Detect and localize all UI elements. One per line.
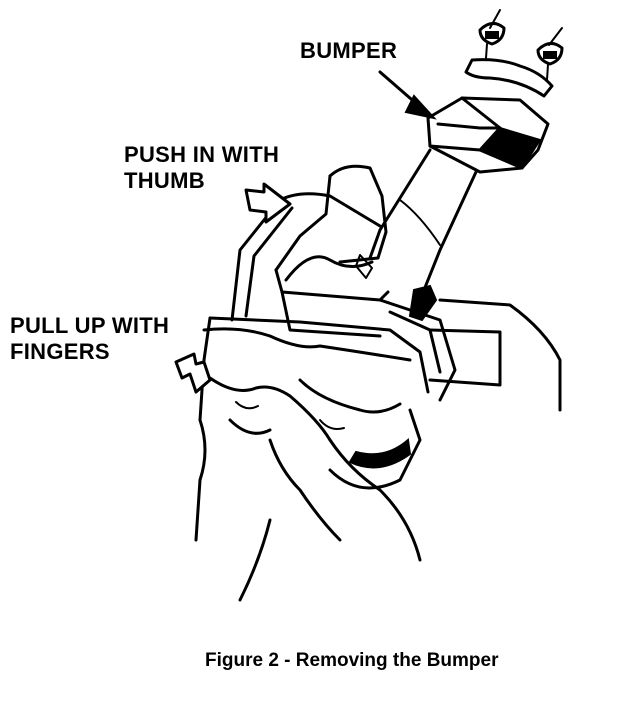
pull-up-with-fingers-label: PULL UP WITH FINGERS <box>10 313 169 365</box>
push-label-line1: PUSH IN WITH <box>124 142 280 167</box>
door-panel <box>428 298 562 412</box>
mounting-screws <box>464 9 564 98</box>
pull-label-line2: FINGERS <box>10 339 110 364</box>
bumper-label: BUMPER <box>300 38 398 63</box>
push-label-line2: THUMB <box>124 168 205 193</box>
latch-arm <box>368 148 478 302</box>
bumper-arrow <box>378 70 437 120</box>
pull-arrow-icon <box>174 352 212 394</box>
push-arrow-icon <box>244 182 292 224</box>
pull-label-line1: PULL UP WITH <box>10 313 170 338</box>
bumper-block <box>426 96 550 174</box>
hand <box>194 316 430 602</box>
figure-caption: Figure 2 - Removing the Bumper <box>205 650 499 671</box>
lower-frame <box>328 298 457 490</box>
push-in-with-thumb-label: PUSH IN WITH THUMB <box>124 142 279 194</box>
